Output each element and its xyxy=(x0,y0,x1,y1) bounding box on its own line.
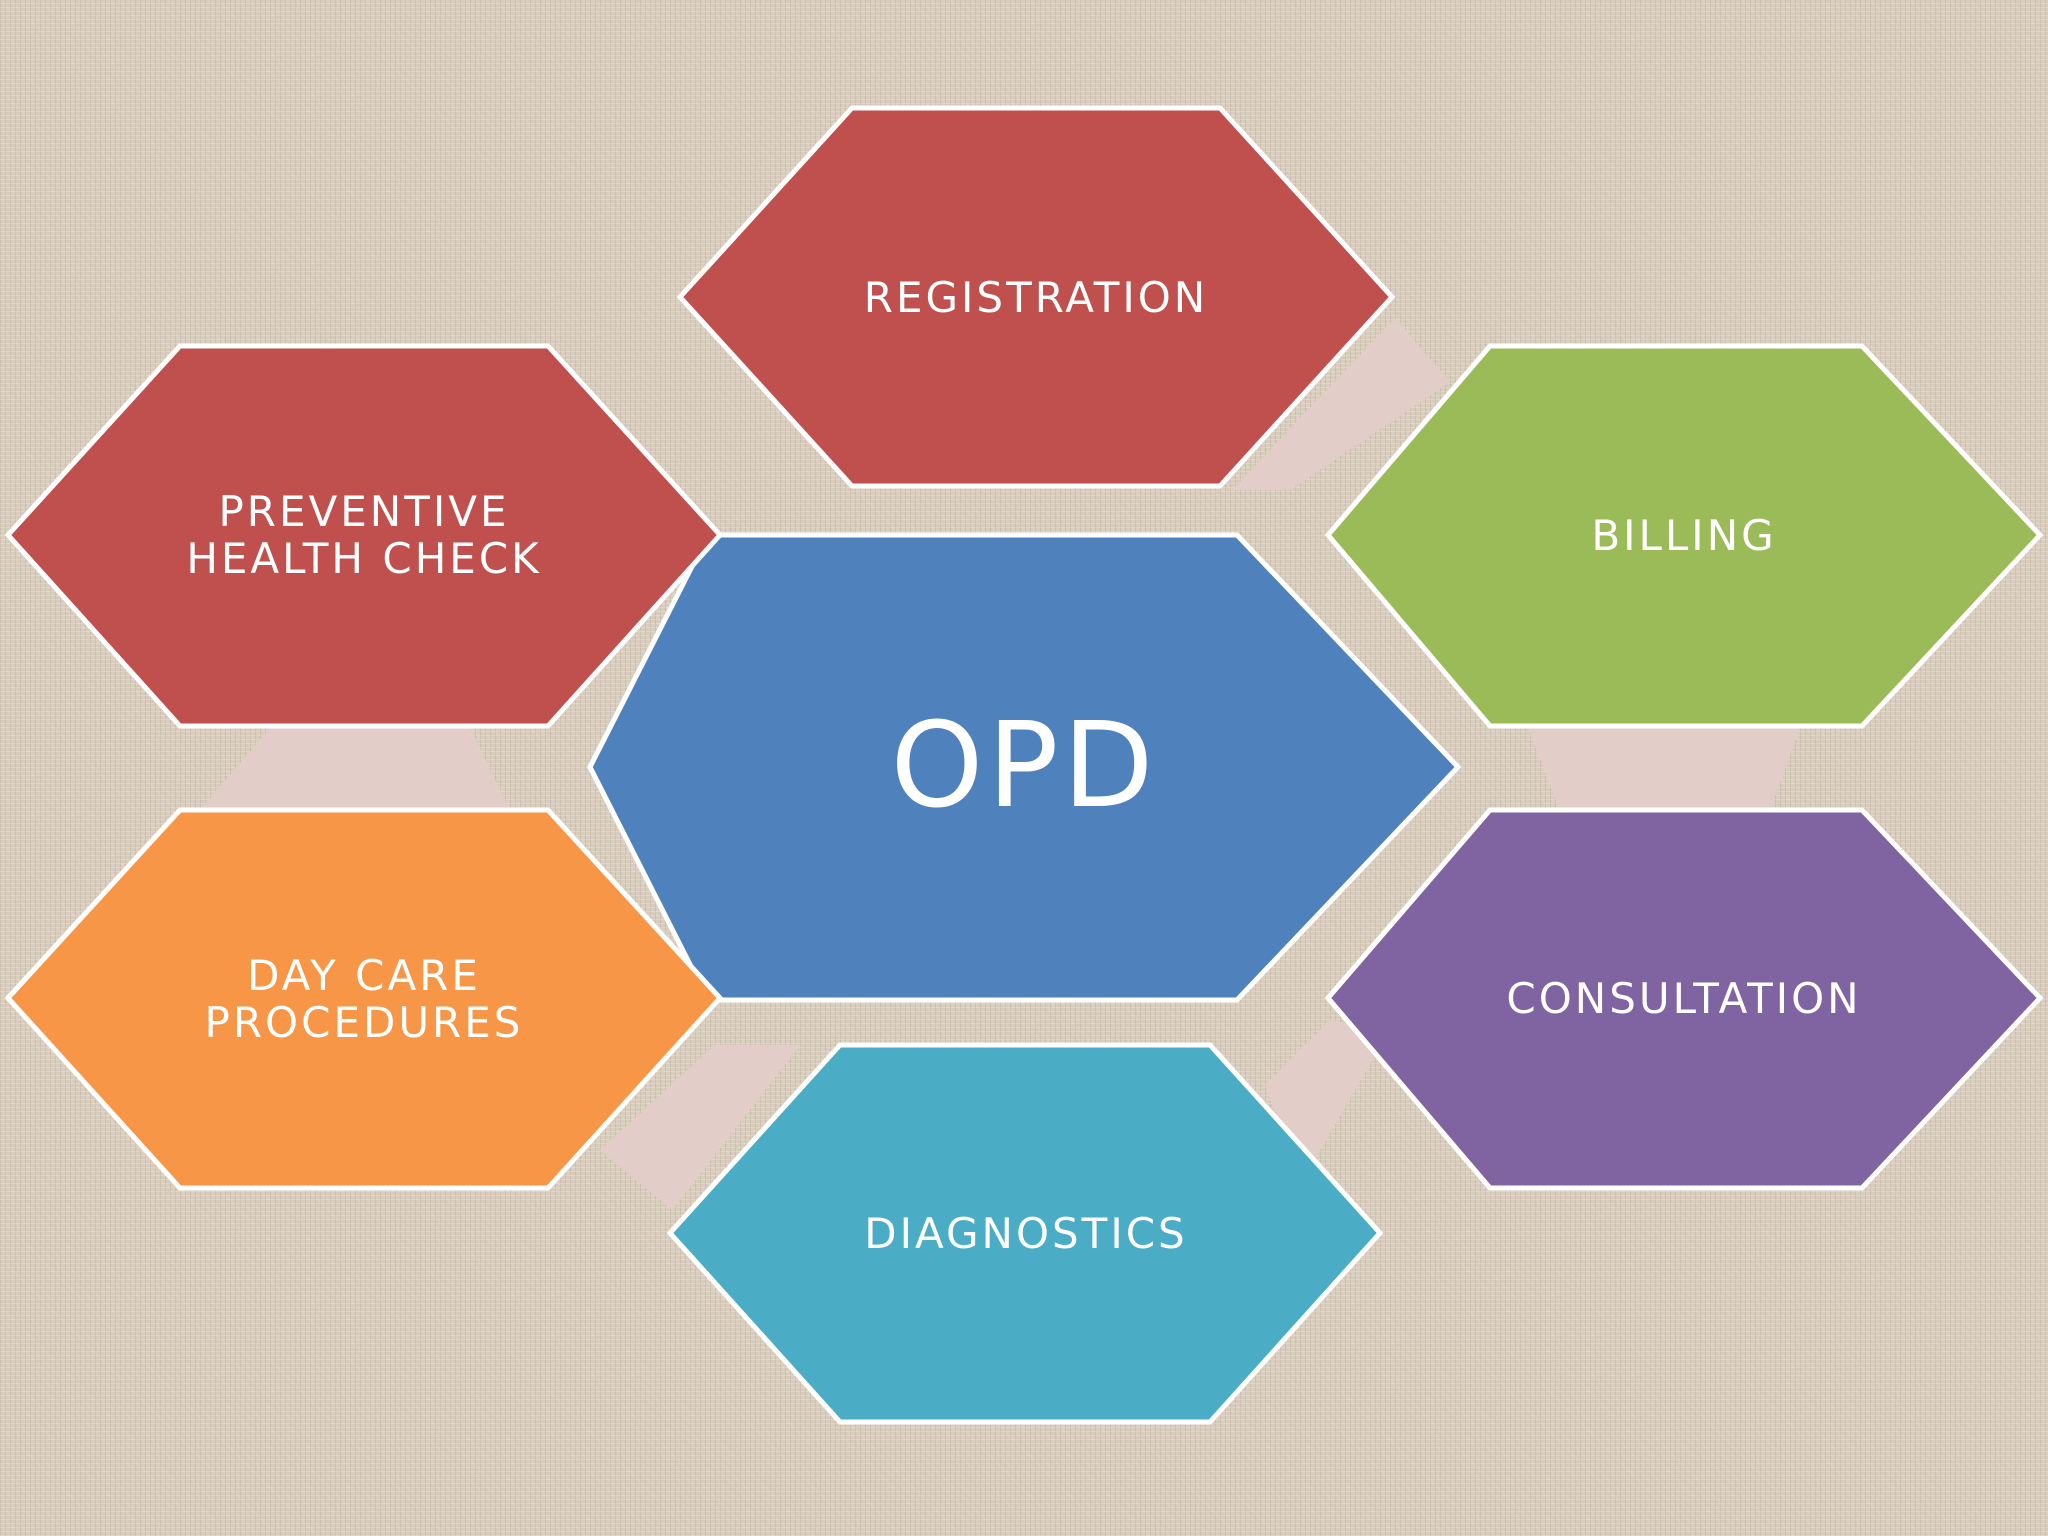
connector-daycare-preventive xyxy=(200,728,510,810)
center-label: OPD xyxy=(891,696,1158,834)
diagnostics-label: DIAGNOSTICS xyxy=(864,1209,1187,1258)
connectors xyxy=(200,318,1800,1210)
connector-billing-consultation xyxy=(1528,728,1800,810)
billing-label: BILLING xyxy=(1591,511,1776,560)
center-hexagon: OPD xyxy=(587,532,1462,1003)
hexagon-registration-shape xyxy=(676,105,1396,489)
connector-registration-billing xyxy=(1232,318,1450,490)
hexagon-consultation: CONSULTATION xyxy=(1324,807,2044,1191)
hexagon-registration: REGISTRATION xyxy=(676,105,1396,489)
hexagon-preventive-health-check-shape xyxy=(4,343,724,729)
hexagon-day-care-procedures-shape xyxy=(4,807,724,1191)
hexagon-billing-shape xyxy=(1324,343,2044,729)
registration-label: REGISTRATION xyxy=(864,273,1208,322)
consultation-label: CONSULTATION xyxy=(1506,974,1861,1023)
hexagon-billing: BILLING xyxy=(1324,343,2044,729)
connector-diagnostics-daycare xyxy=(600,1045,800,1210)
hexagon-consultation-shape xyxy=(1324,807,2044,1191)
hexagon-diagnostics: DIAGNOSTICS xyxy=(666,1042,1384,1425)
hexagon-diagnostics-shape xyxy=(666,1042,1384,1425)
